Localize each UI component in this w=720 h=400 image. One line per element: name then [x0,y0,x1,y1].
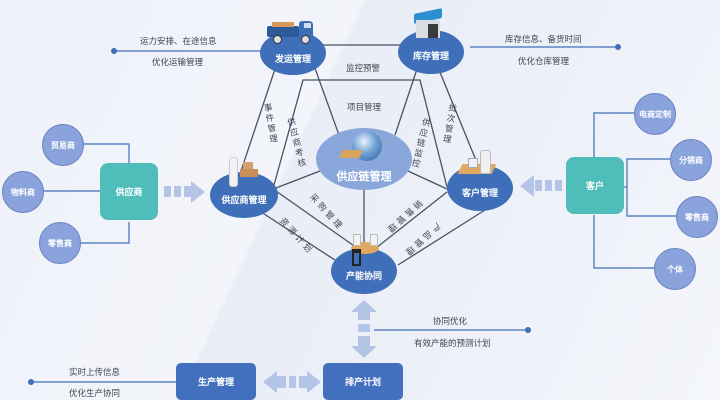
node-customer-mgmt-label: 客户管理 [461,189,498,199]
customer-child-distributor[interactable]: 分销商 [670,139,712,181]
spoke-customer [407,170,448,190]
callout-dot [615,44,621,50]
customer-child-ecommerce[interactable]: 电商定制 [634,93,676,135]
production-mgmt-box[interactable]: 生产管理 [176,363,256,400]
customer-label: 客户 [585,182,604,192]
node-capacity[interactable]: 产能协同 [331,248,397,294]
edge-customer-capacity [397,209,486,266]
center-label: 供应链管理 [336,170,392,183]
customer-child-label: 电商定制 [639,109,671,119]
node-shipping-label: 发运管理 [274,55,311,65]
inner-pentagon-top [273,79,448,188]
callout-dot [111,48,117,54]
callout-dot [28,379,34,385]
production-callout-top: 实时上传信息 [69,368,121,378]
arrow-updown-icon [351,300,377,360]
node-inventory-label: 库存管理 [412,52,449,62]
spoke-supplier [275,170,321,189]
production-callout-bottom: 优化生产协同 [69,389,121,399]
edge-label-monitor: 监控预警 [346,64,381,74]
supplier-child-label: 物料商 [11,187,35,197]
callout-dot [525,327,531,333]
customer-child-label: 分销商 [679,155,703,165]
inventory-callout-top: 库存信息、备货时间 [505,35,582,45]
node-supplier-mgmt-label: 供应商管理 [221,196,267,206]
desk-icon [339,150,363,158]
supplier-child-material[interactable]: 物料商 [2,171,44,213]
customer-child-individual[interactable]: 个体 [654,248,696,290]
customer-child-retailer[interactable]: 零售商 [676,196,718,238]
scheduling-box[interactable]: 排产计划 [323,363,403,400]
customer-box[interactable]: 客户 [566,157,624,214]
collab-callout-top: 协同优化 [433,317,468,327]
supplier-child-label: 贸易商 [51,140,75,150]
warehouse-icon [414,8,444,41]
shipping-callout-top: 运力安排、在途信息 [140,37,217,47]
service-desk-icon [457,150,498,180]
supplier-child-trader[interactable]: 贸易商 [42,124,84,166]
edge-label-project: 项目管理 [347,103,382,113]
node-supplier-mgmt[interactable]: 供应商管理 [210,172,278,218]
arrow-leftright-icon [263,371,321,393]
meeting-table-icon [348,232,382,268]
spoke-shipping [311,59,340,136]
inventory-callout-bottom: 优化仓库管理 [518,57,570,67]
node-shipping[interactable]: 发运管理 [260,31,326,75]
collab-callout-bottom: 有效产能的预测计划 [414,339,491,349]
arrow-right-icon [164,181,206,203]
scheduling-label: 排产计划 [344,378,381,388]
arrow-left-icon [520,175,562,197]
supplier-child-retailer[interactable]: 零售商 [39,222,81,264]
supplier-box[interactable]: 供应商 [100,163,158,220]
customer-child-label: 个体 [667,264,683,274]
truck-icon [267,20,317,44]
production-mgmt-label: 生产管理 [197,378,234,388]
boxes-worker-icon [226,157,260,187]
spoke-inventory [394,59,421,136]
supplier-child-label: 零售商 [48,238,72,248]
inner-edge-supplier-capacity [275,190,358,249]
edge-shipping-supplier [237,59,279,181]
center-node[interactable]: 供应链管理 [316,128,412,190]
edge-inventory-customer [434,59,483,176]
edge-supplier-capacity [257,209,339,263]
node-capacity-label: 产能协同 [345,272,382,282]
supplier-label: 供应商 [115,188,143,198]
shipping-callout-bottom: 优化运输管理 [152,58,204,68]
customer-child-label: 零售商 [685,212,709,222]
inner-edge-customer-capacity [375,191,448,249]
